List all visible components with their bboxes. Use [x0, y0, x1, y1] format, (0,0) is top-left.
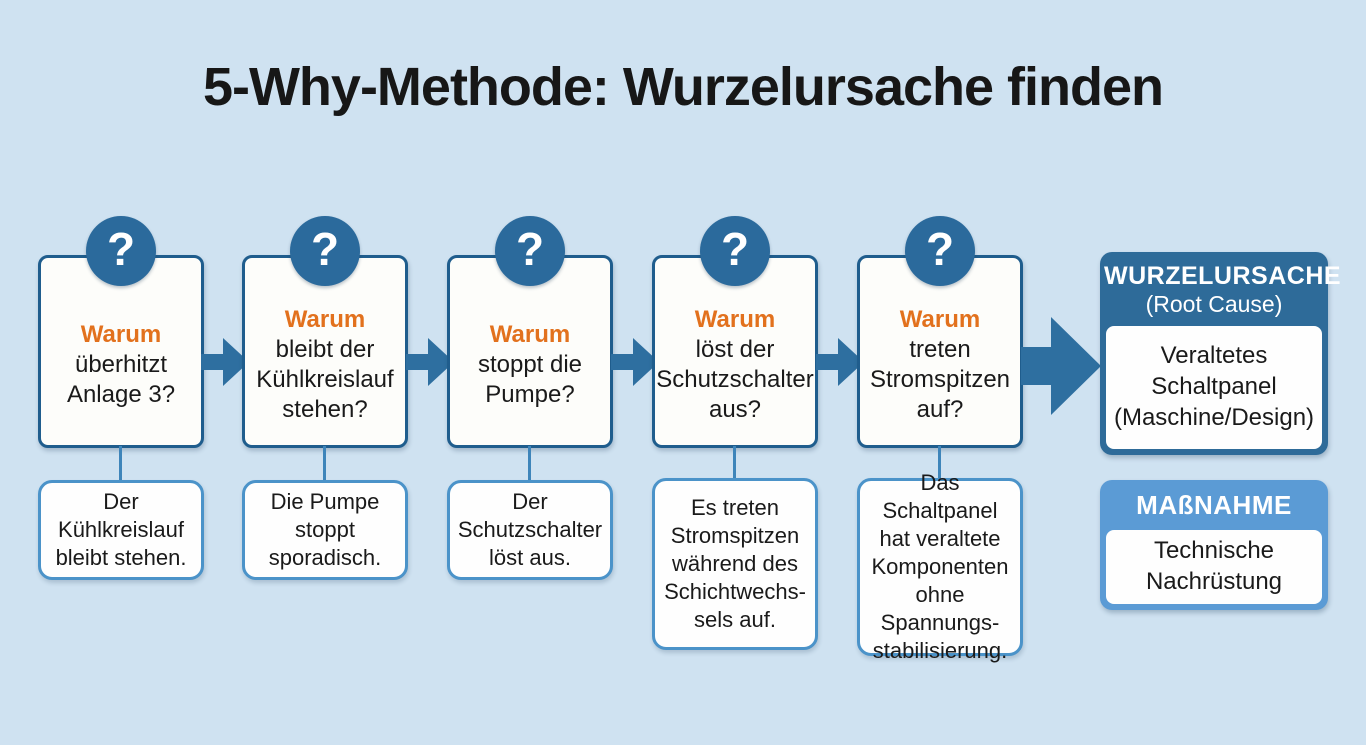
warum-label: Warum [489, 320, 571, 348]
why-box-4: ? Warum löst der Schutzschalter aus? [652, 216, 818, 448]
answer-box-4: Es treten Stromspitzen während des Schic… [652, 478, 818, 650]
connector-line [323, 446, 326, 482]
connector-line [119, 446, 122, 482]
answer-box-2: Die Pumpe stoppt sporadisch. [242, 480, 408, 580]
arrow-stem [1021, 347, 1051, 385]
why-box-3: ? Warum stoppt die Pumpe? [447, 216, 613, 448]
root-cause-subtitle: (Root Cause) [1145, 291, 1283, 317]
question-mark-icon: ? [515, 223, 545, 275]
why-question: löst der Schutzschalter aus? [656, 335, 814, 423]
question-mark-icon: ? [720, 223, 750, 275]
page-title: 5-Why-Methode: Wurzelursache finden [202, 57, 1164, 117]
why-box-1: ? Warum überhitzt Anlage 3? [38, 216, 204, 448]
answer-box-3: Der Schutzschalter löst aus. [447, 480, 613, 580]
why-question: überhitzt Anlage 3? [66, 350, 176, 408]
answer-text: Der Kühlkreislauf bleibt stehen. [55, 489, 187, 570]
root-cause-title: WURZELURSACHE [1104, 262, 1342, 290]
measure-header: MAßNAHME [1136, 490, 1292, 520]
root-cause-body: Veraltetes Schaltpanel (Maschine/Design) [1106, 326, 1322, 449]
root-cause-header: WURZELURSACHE (Root Cause) [1100, 252, 1342, 326]
answer-text: Es treten Stromspitzen während des Schic… [664, 495, 806, 632]
warum-label: Warum [80, 320, 162, 348]
arrow-stem [611, 354, 633, 370]
answer-box-5: Das Schaltpanel hat veraltete Komponente… [857, 470, 1023, 663]
answer-text: Die Pumpe stoppt sporadisch. [268, 489, 382, 570]
connector-line [733, 446, 736, 482]
answer-text: Der Schutzschalter löst aus. [457, 489, 603, 570]
answer-text: Das Schaltpanel hat veraltete Komponente… [871, 470, 1009, 663]
question-circle-icon: ? [290, 216, 360, 286]
arrow-head [1051, 317, 1101, 415]
root-cause-box: WURZELURSACHE (Root Cause) Veraltetes Sc… [1100, 252, 1342, 455]
arrow-stem [406, 354, 428, 370]
warum-label: Warum [694, 305, 776, 333]
question-circle-icon: ? [700, 216, 770, 286]
measure-body: Technische Nachrüstung [1106, 530, 1322, 604]
warum-label: Warum [899, 305, 981, 333]
question-mark-icon: ? [925, 223, 955, 275]
arrow-right-big-icon [1021, 317, 1101, 415]
why-question: bleibt der Kühlkreislauf stehen? [256, 335, 394, 423]
answer-box-1: Der Kühlkreislauf bleibt stehen. [38, 480, 204, 580]
why-box-5: ? Warum treten Stromspitzen auf? [857, 216, 1023, 448]
why-box-2: ? Warum bleibt der Kühlkreislauf stehen? [242, 216, 408, 448]
arrow-stem [816, 354, 838, 370]
connector-line [938, 446, 941, 482]
question-mark-icon: ? [106, 223, 136, 275]
connector-line [528, 446, 531, 482]
why-question: stoppt die Pumpe? [477, 350, 583, 408]
question-circle-icon: ? [86, 216, 156, 286]
arrow-stem [201, 354, 223, 370]
measure-box: MAßNAHME Technische Nachrüstung [1100, 480, 1328, 610]
warum-label: Warum [284, 305, 366, 333]
question-mark-icon: ? [310, 223, 340, 275]
question-circle-icon: ? [905, 216, 975, 286]
why-question: treten Stromspitzen auf? [869, 335, 1011, 423]
question-circle-icon: ? [495, 216, 565, 286]
